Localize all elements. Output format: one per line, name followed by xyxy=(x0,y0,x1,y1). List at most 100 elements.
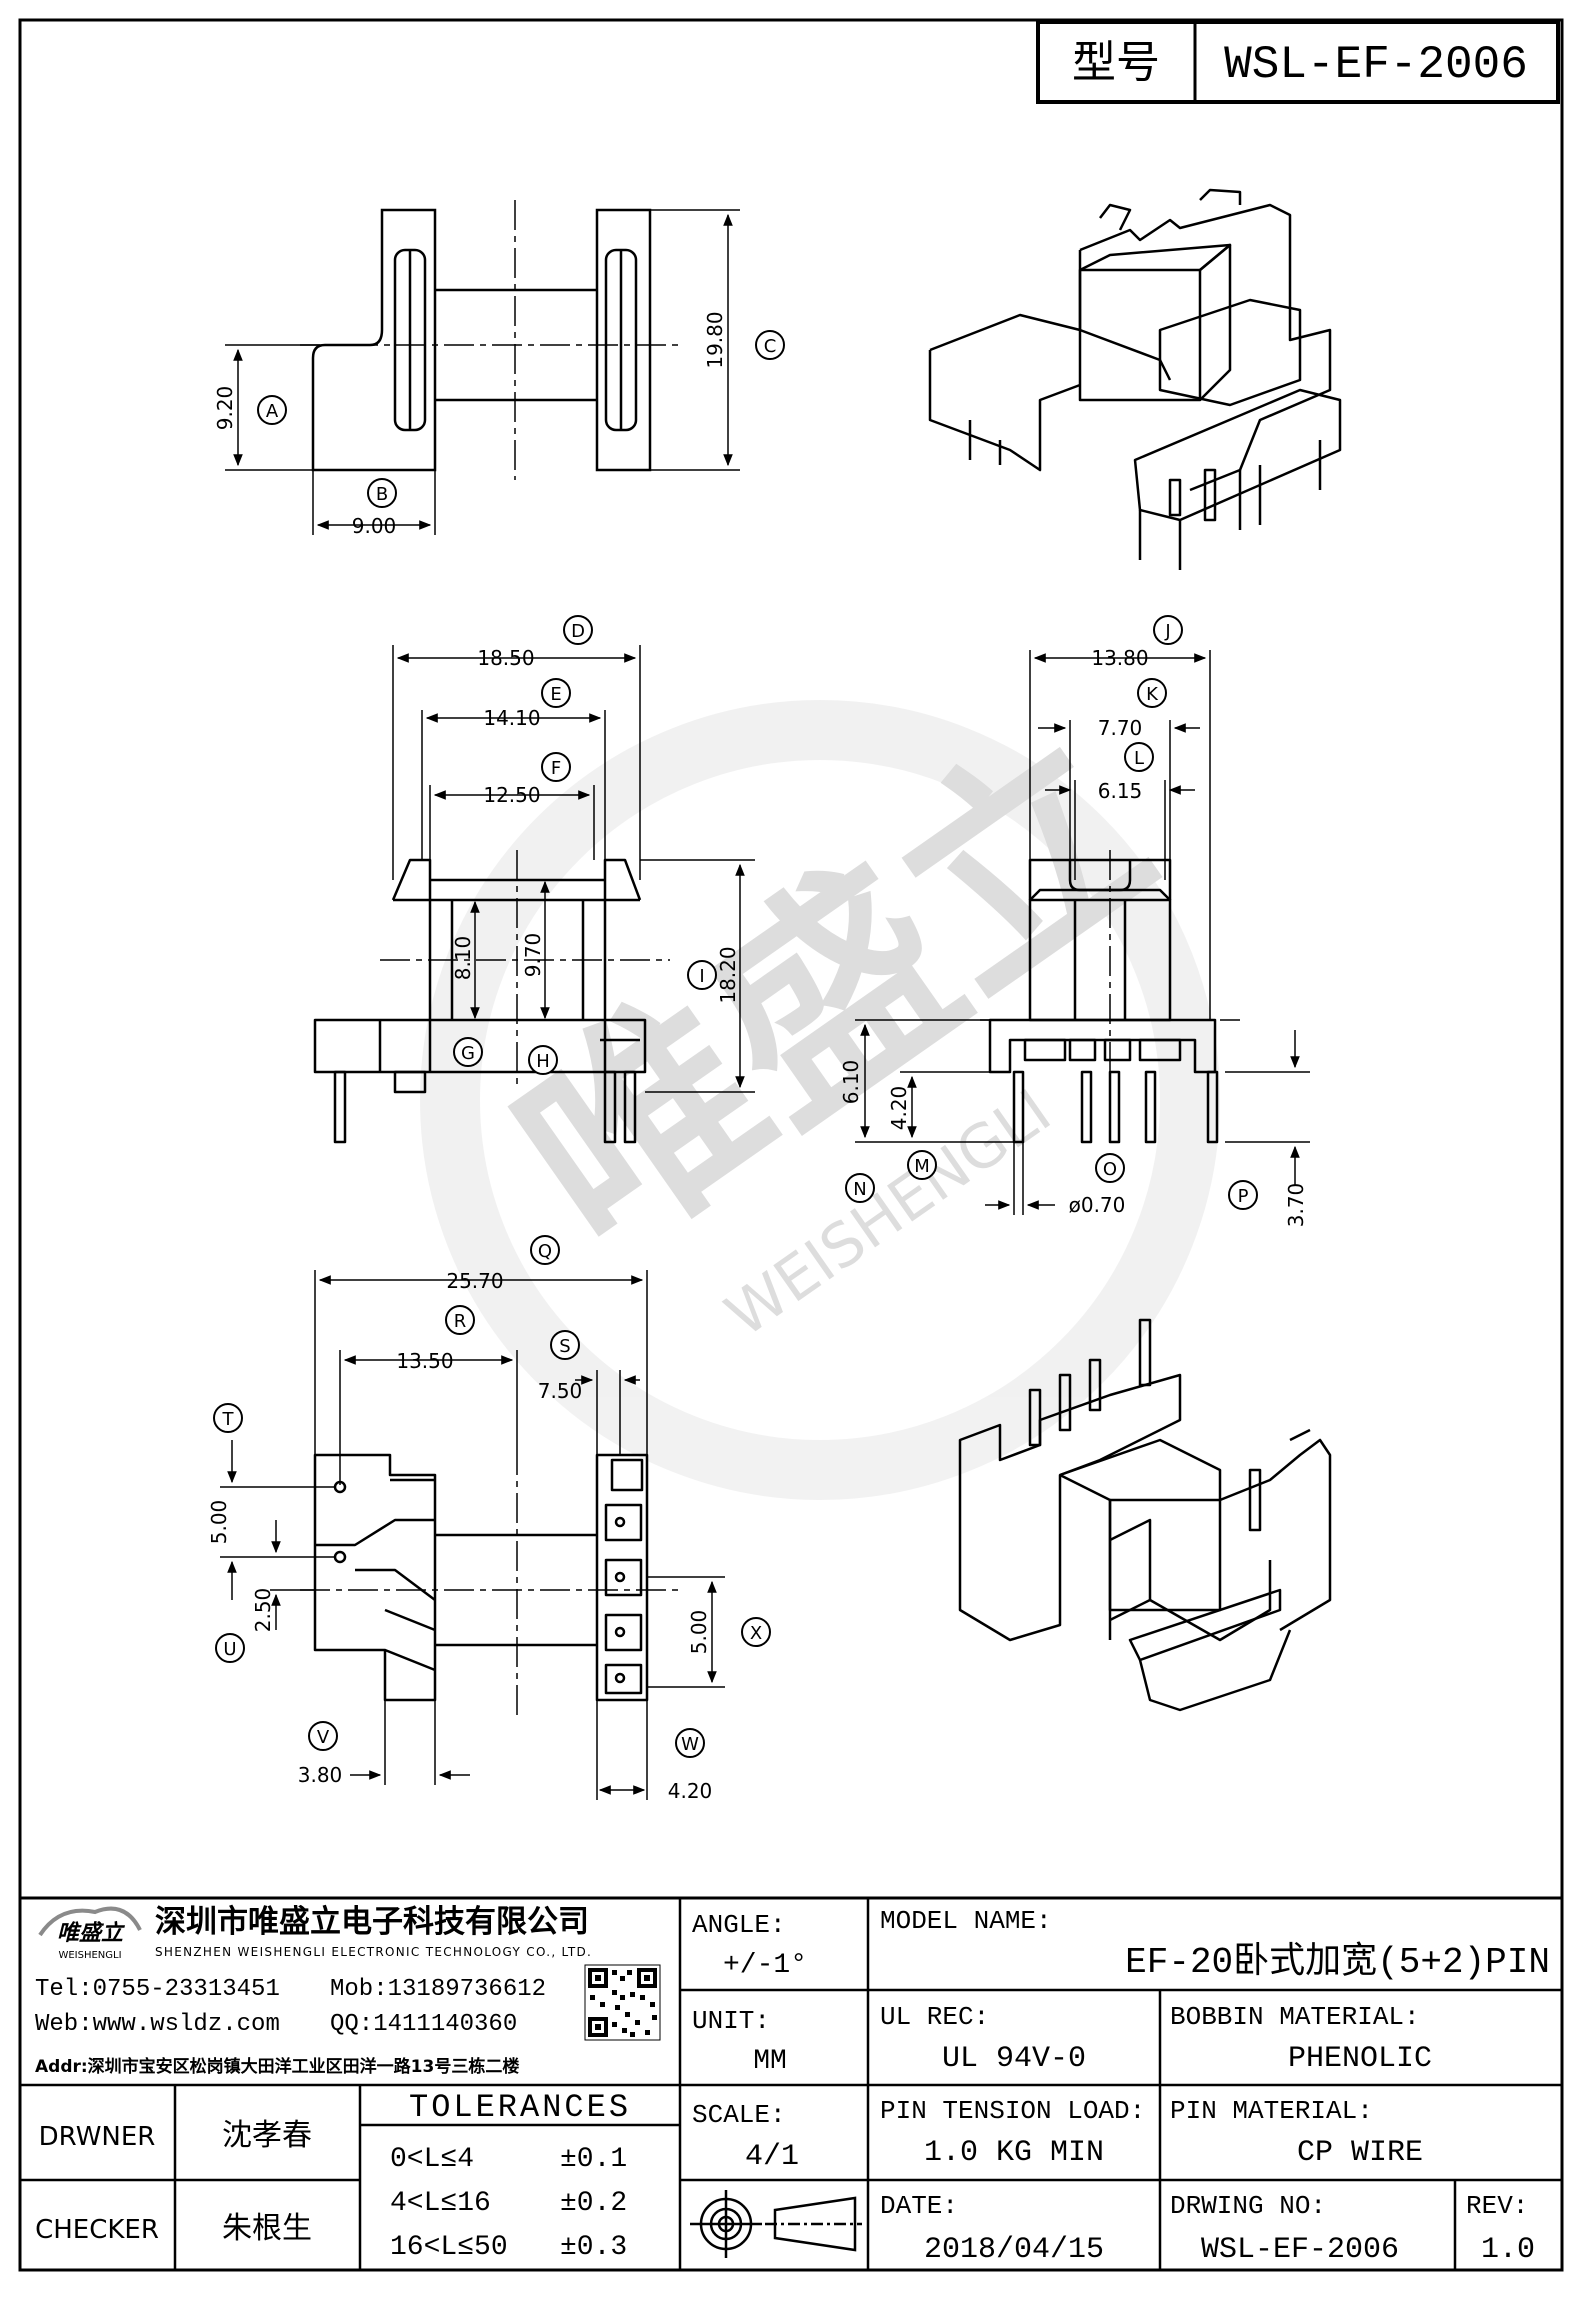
letter-e: E xyxy=(550,684,561,705)
tolerances-label: TOLERANCES xyxy=(409,2089,631,2126)
company-name-en: SHENZHEN WEISHENGLI ELECTRONIC TECHNOLOG… xyxy=(155,1945,592,1959)
dim-l-value: 6.15 xyxy=(1098,779,1143,803)
dim-h-value: 9.70 xyxy=(521,933,545,978)
letter-g: G xyxy=(461,1043,475,1064)
dim-r-value: 13.50 xyxy=(396,1349,453,1373)
tolerance-value-3: ±0.3 xyxy=(560,2232,627,2263)
dim-g-value: 8.10 xyxy=(451,936,475,981)
header-model-value: WSL-EF-2006 xyxy=(1224,39,1528,91)
dim-e-value: 14.10 xyxy=(483,706,540,730)
dim-a-value: 9.20 xyxy=(213,386,237,431)
dim-b-value: 9.00 xyxy=(352,514,397,538)
tolerance-range-2: 4<L≤16 xyxy=(390,2188,491,2219)
letter-c: C xyxy=(764,336,777,357)
dim-o-value: ø0.70 xyxy=(1069,1193,1126,1217)
letter-h: H xyxy=(536,1051,550,1072)
dim-n-value: 6.10 xyxy=(839,1060,863,1105)
checker-name: 朱根生 xyxy=(222,2211,312,2246)
dim-i-value: 18.20 xyxy=(716,946,740,1003)
angle-value: +/-1° xyxy=(723,1950,807,1981)
letter-m: M xyxy=(914,1156,930,1177)
dim-j-value: 13.80 xyxy=(1091,646,1148,670)
drawing-no-value: WSL-EF-2006 xyxy=(1201,2233,1399,2267)
letter-n: N xyxy=(853,1179,866,1200)
model-name-value: EF-20卧式加宽(5+2)PIN xyxy=(1125,1940,1550,1983)
dim-d-value: 18.50 xyxy=(477,646,534,670)
tension-value: 1.0 KG MIN xyxy=(924,2136,1104,2170)
top-view-dims xyxy=(225,209,740,535)
drawing-no-label: DRWING NO: xyxy=(1170,2191,1326,2221)
letter-l: L xyxy=(1134,748,1144,769)
scale-value: 4/1 xyxy=(745,2140,799,2174)
ul-value: UL 94V-0 xyxy=(942,2042,1086,2076)
letter-d: D xyxy=(571,621,585,642)
company-addr: Addr:深圳市宝安区松岗镇大田洋工业区田洋一路13号三栋二楼 xyxy=(35,2056,519,2077)
pin-material-label: PIN MATERIAL: xyxy=(1170,2096,1373,2126)
header-model-box: 型号 WSL-EF-2006 xyxy=(1036,20,1560,104)
company-logo: 唯盛立 WEISHENGLI xyxy=(38,1906,142,1961)
tolerance-value-1: ±0.1 xyxy=(560,2144,627,2175)
dimension-letters xyxy=(213,330,1258,1758)
letter-o: O xyxy=(1103,1159,1117,1180)
front-view xyxy=(313,858,647,1144)
dim-t-value: 5.00 xyxy=(207,1500,231,1545)
tension-label: PIN TENSION LOAD: xyxy=(880,2096,1145,2126)
tolerance-value-2: ±0.2 xyxy=(560,2188,627,2219)
drawer-name: 沈孝春 xyxy=(222,2118,312,2153)
dim-c-value: 19.80 xyxy=(703,311,727,368)
dim-m-value: 4.20 xyxy=(887,1086,911,1131)
company-mob: Mob:13189736612 xyxy=(330,1976,546,2003)
letter-x: X xyxy=(750,1623,762,1644)
unit-value: MM xyxy=(753,2046,787,2077)
letter-i: I xyxy=(699,966,704,987)
bobbin-label: BOBBIN MATERIAL: xyxy=(1170,2002,1420,2032)
pin-material-value: CP WIRE xyxy=(1297,2136,1423,2170)
side-view-dims xyxy=(855,650,1310,1215)
dim-v-value: 3.80 xyxy=(298,1763,343,1787)
rev-value: 1.0 xyxy=(1481,2233,1535,2267)
bottom-view-dims xyxy=(220,1270,725,1800)
letter-b: B xyxy=(376,484,388,505)
dim-w-value: 4.20 xyxy=(668,1779,713,1803)
letter-a: A xyxy=(266,401,279,422)
front-view-centerlines xyxy=(380,850,670,1090)
angle-label: ANGLE: xyxy=(692,1910,786,1940)
company-qq: QQ:1411140360 xyxy=(330,2011,517,2038)
bottom-view-centerlines xyxy=(300,1445,680,1715)
qr-code xyxy=(584,1964,661,2041)
rev-label: REV: xyxy=(1466,2191,1528,2221)
logo-sub: WEISHENGLI xyxy=(58,1950,121,1961)
company-web: Web:www.wsldz.com xyxy=(35,2011,280,2038)
tolerance-range-1: 0<L≤4 xyxy=(390,2144,474,2175)
front-view-dims xyxy=(392,645,755,1093)
dimension-letter-texts: A B C D E F G H I J K L M N O P Q R S T … xyxy=(222,336,1249,1755)
letter-u: U xyxy=(223,1639,236,1660)
dim-f-value: 12.50 xyxy=(483,783,540,807)
dim-s-value: 7.50 xyxy=(538,1379,583,1403)
watermark-ring xyxy=(420,700,1220,1500)
letter-r: R xyxy=(454,1311,467,1332)
drawer-label: DRWNER xyxy=(39,2122,156,2152)
dim-u-value: 2.50 xyxy=(251,1588,275,1633)
dim-q-value: 25.70 xyxy=(446,1269,503,1293)
tolerance-range-3: 16<L≤50 xyxy=(390,2232,508,2263)
dim-k-value: 7.70 xyxy=(1098,716,1143,740)
side-view-centerlines xyxy=(980,850,1240,1100)
company-tel: Tel:0755-23313451 xyxy=(35,1976,280,2003)
side-view xyxy=(988,858,1219,1144)
letter-p: P xyxy=(1238,1186,1249,1207)
letter-q: Q xyxy=(538,1241,552,1262)
scale-label: SCALE: xyxy=(692,2100,786,2130)
checker-label: CHECKER xyxy=(35,2215,159,2245)
title-block: 唯盛立 WEISHENGLI 深圳市唯盛立电子科技有限公司 SHENZHEN W… xyxy=(18,1896,1564,2272)
date-value: 2018/04/15 xyxy=(924,2233,1104,2267)
company-name-cn: 深圳市唯盛立电子科技有限公司 xyxy=(155,1904,589,1940)
dim-p-value: 3.70 xyxy=(1284,1183,1308,1228)
letter-s: S xyxy=(559,1336,570,1357)
projection-symbol xyxy=(690,2190,862,2258)
iso-view-bottom xyxy=(958,1318,1332,1712)
iso-view-top xyxy=(928,188,1342,570)
bobbin-value: PHENOLIC xyxy=(1288,2042,1432,2076)
letter-f: F xyxy=(551,758,561,779)
